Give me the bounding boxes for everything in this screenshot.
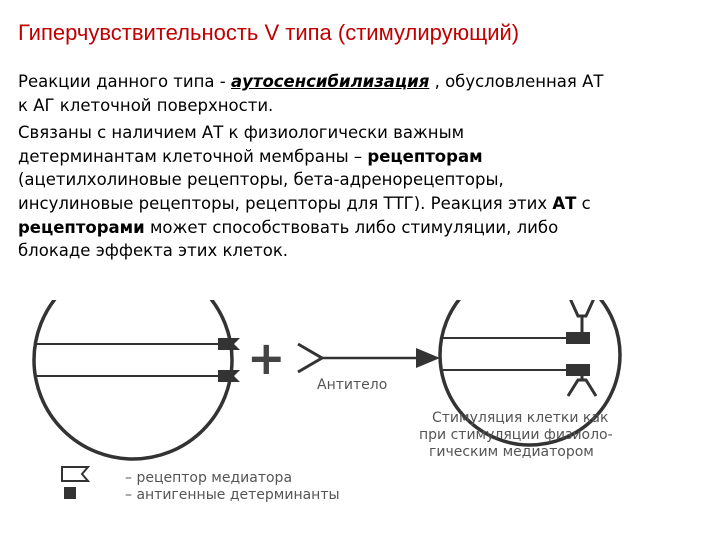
receptor-icon	[218, 338, 240, 350]
receptor-icon	[566, 364, 590, 376]
bound-antibody-icon	[566, 378, 598, 397]
slide-title: Гиперчувствительность V типа (стимулирую…	[18, 20, 520, 45]
bound-antibody-icon	[569, 300, 595, 318]
legend-determinant-label: – антигенные детерминанты	[125, 487, 340, 503]
receptor-icon	[566, 332, 590, 344]
paragraph-2-line-2: детерминантам клеточной мембраны – рецеп…	[18, 145, 708, 169]
result-caption-line-2: при стимуляции физиоло-	[419, 427, 613, 443]
plus-sign: +	[247, 331, 286, 385]
paragraph-1-line-1: Реакции данного типа - аутосенсибилизаци…	[18, 70, 708, 94]
emphasis-autosensitization: аутосенсибилизация	[230, 72, 430, 91]
paragraph-2-line-3: (ацетилхолиновые рецепторы, бета-адренор…	[18, 170, 504, 190]
bold-at: АТ	[552, 193, 577, 213]
cell-with-receptors	[32, 300, 240, 461]
slide-body: Реакции данного типа - аутосенсибилизаци…	[18, 70, 708, 267]
text-span: может способствовать либо стимуляции, ли…	[144, 217, 559, 237]
paragraph-1-line-2: к АГ клеточной поверхности.	[18, 95, 274, 115]
arrowhead-icon	[416, 348, 440, 368]
cell-circle	[438, 300, 622, 447]
antibody-label: Антитело	[317, 377, 387, 393]
paragraph-1: Реакции данного типа - аутосенсибилизаци…	[18, 70, 708, 117]
cell-circle	[32, 300, 234, 461]
paragraph-2-line-1: Связаны с наличием АТ к физиологически в…	[18, 123, 465, 143]
paragraph-2-line-5: рецепторами может способствовать либо ст…	[18, 216, 708, 240]
text-span: , обусловленная АТ	[429, 72, 604, 91]
antibody-arrow	[297, 342, 440, 374]
stimulated-cell	[438, 300, 622, 447]
text-span: детерминантам клеточной мембраны –	[18, 146, 368, 166]
bold-receptors-2: рецепторами	[18, 217, 145, 237]
legend-receptor-icon	[61, 466, 91, 482]
receptor-icon	[218, 370, 240, 382]
paragraph-2-line-6: блокаде эффекта этих клеток.	[18, 241, 289, 261]
legend: – рецептор медиатора – антигенные детерм…	[61, 466, 340, 503]
antibody-icon	[297, 342, 325, 374]
legend-determinant-icon	[64, 487, 76, 499]
bold-receptors: рецепторам	[367, 146, 483, 166]
text-span: Реакции данного типа -	[18, 72, 231, 91]
result-caption-line-1: Стимуляция клетки как	[432, 410, 608, 426]
legend-receptor-label: – рецептор медиатора	[125, 470, 292, 486]
paragraph-2-line-4: инсулиновые рецепторы, рецепторы для ТТГ…	[18, 192, 708, 216]
autosensitization-diagram: + Антитело Стимуляция клетки как при сти…	[32, 300, 622, 503]
text-span: инсулиновые рецепторы, рецепторы для ТТГ…	[18, 193, 553, 213]
text-span: с	[576, 193, 591, 213]
result-caption-line-3: гическим медиатором	[429, 444, 594, 460]
paragraph-2: Связаны с наличием АТ к физиологически в…	[18, 121, 708, 263]
